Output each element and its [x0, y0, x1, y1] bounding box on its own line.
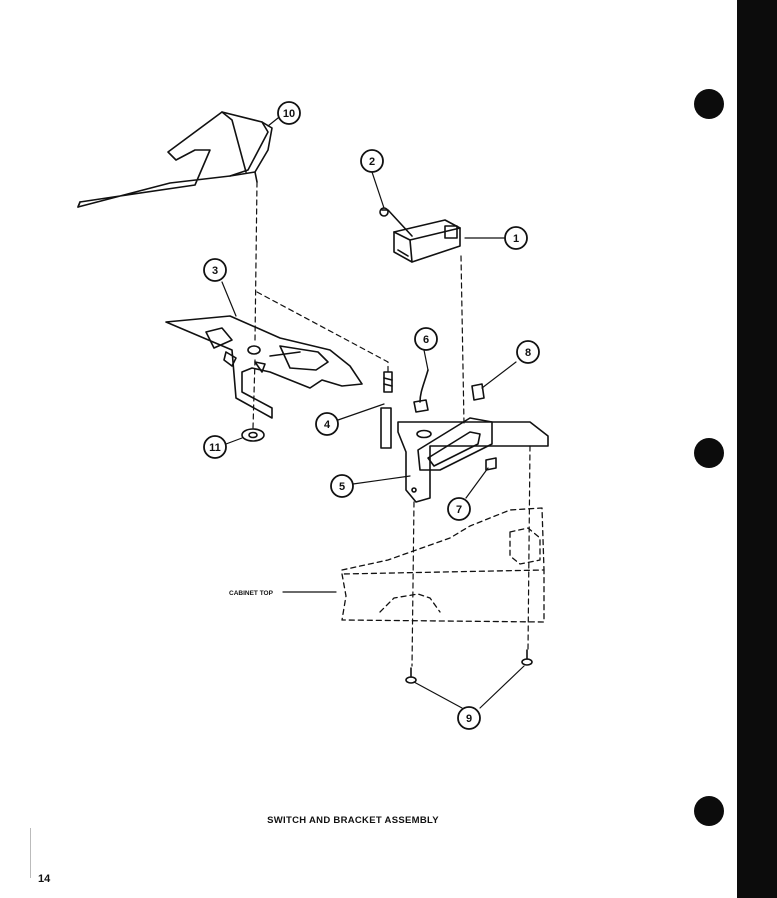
part-9-screws	[405, 649, 533, 684]
callout-11-circle	[203, 435, 227, 459]
part-6-clip	[413, 369, 429, 413]
part-8-nut	[471, 383, 485, 401]
cabinet-top-label: CABINET TOP	[229, 590, 274, 597]
figure-title: SWITCH AND BRACKET ASSEMBLY	[267, 815, 439, 826]
callout-10-circle	[277, 101, 301, 125]
callout-1: 1	[513, 233, 519, 245]
callout-6: 6	[423, 334, 429, 346]
callout-8: 8	[525, 347, 531, 359]
binder-hole-bottom	[694, 796, 724, 826]
part-11-bushing	[241, 428, 265, 442]
part-10-lever	[77, 111, 273, 208]
callout-9: 9	[466, 713, 472, 725]
part-3-plate	[165, 315, 363, 419]
callout-1-circle	[504, 226, 528, 250]
cabinet-top	[341, 507, 545, 623]
callout-4: 4	[324, 419, 331, 431]
callout-5-circle	[330, 474, 354, 498]
binder-hole-top	[694, 89, 724, 119]
part-4-spring	[380, 371, 393, 449]
page-number: 14	[38, 873, 51, 885]
callout-3-circle	[203, 258, 227, 282]
callout-8-circle	[516, 340, 540, 364]
binder-hole-middle	[694, 438, 724, 468]
part-1-switch	[393, 219, 461, 263]
callout-7-circle	[447, 497, 471, 521]
callout-2-circle	[360, 149, 384, 173]
assembly-lines	[252, 181, 531, 667]
callout-7: 7	[456, 504, 462, 516]
callout-2: 2	[369, 156, 375, 168]
callout-6-circle	[414, 327, 438, 351]
callout-3: 3	[212, 265, 218, 277]
callout-4-circle	[315, 412, 339, 436]
margin-rule	[30, 828, 31, 878]
callout-10: 10	[283, 108, 295, 120]
callout-5: 5	[339, 481, 345, 493]
callout-11: 11	[209, 442, 221, 454]
binding-edge-bar	[737, 0, 777, 898]
callout-9-circle	[457, 706, 481, 730]
leader-lines	[221, 117, 525, 709]
part-5-bracket	[397, 417, 549, 503]
